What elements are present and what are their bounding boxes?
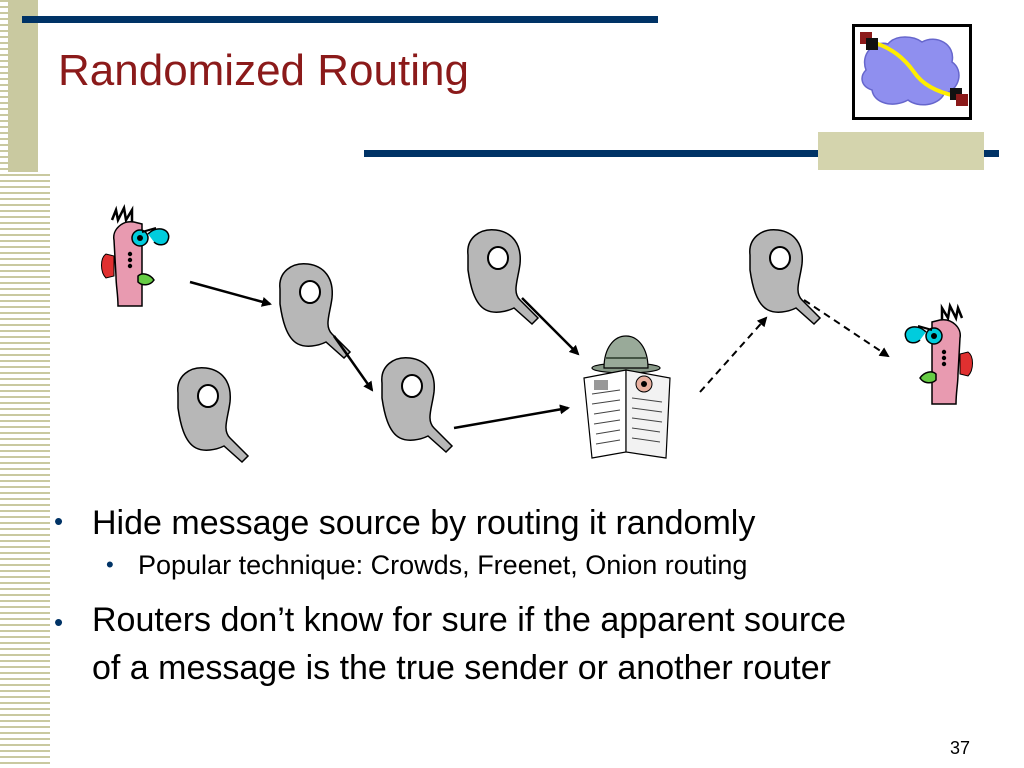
receiver-face-icon	[904, 304, 974, 406]
routing-diagram	[100, 206, 974, 463]
eavesdropper-newspaper-icon	[583, 335, 671, 459]
router-mask-icon	[466, 228, 539, 325]
router-mask-icon	[748, 228, 821, 325]
page-number: 37	[950, 738, 971, 758]
route-arrow	[189, 280, 272, 307]
route-arrow	[521, 297, 580, 356]
sender-face-icon	[100, 206, 170, 308]
route-arrow	[453, 404, 570, 430]
route-arrow	[332, 335, 374, 392]
sub-bullet-item: • Popular technique: Crowds, Freenet, On…	[54, 548, 994, 582]
tan-accent-block	[818, 132, 984, 170]
route-arrow-dashed	[699, 316, 768, 393]
bullet-text: Popular technique: Crowds, Freenet, Onio…	[138, 550, 748, 580]
slide-title: Randomized Routing	[58, 46, 469, 95]
bullet-dot-icon: •	[54, 607, 64, 637]
router-mask-icon	[380, 356, 453, 453]
router-mask-icon	[176, 366, 249, 463]
network-cloud-logo	[852, 24, 972, 120]
bullet-text-line: of a message is the true sender or anoth…	[92, 649, 831, 687]
bullet-list: • Hide message source by routing it rand…	[54, 502, 994, 692]
left-gap-decoration	[38, 0, 50, 172]
bullet-dot-icon: •	[54, 506, 64, 536]
bullet-text-line: Routers don’t know for sure if the appar…	[92, 601, 847, 639]
bullet-item: • Routers don’t know for sure if the app…	[54, 596, 994, 692]
route-arrow-dashed	[803, 299, 890, 358]
bullet-text: Hide message source by routing it random…	[92, 504, 756, 542]
bullet-dot-icon: •	[106, 552, 114, 577]
bullet-item: • Hide message source by routing it rand…	[54, 502, 994, 544]
top-rule	[22, 16, 658, 23]
title-underline-rule	[364, 150, 999, 157]
